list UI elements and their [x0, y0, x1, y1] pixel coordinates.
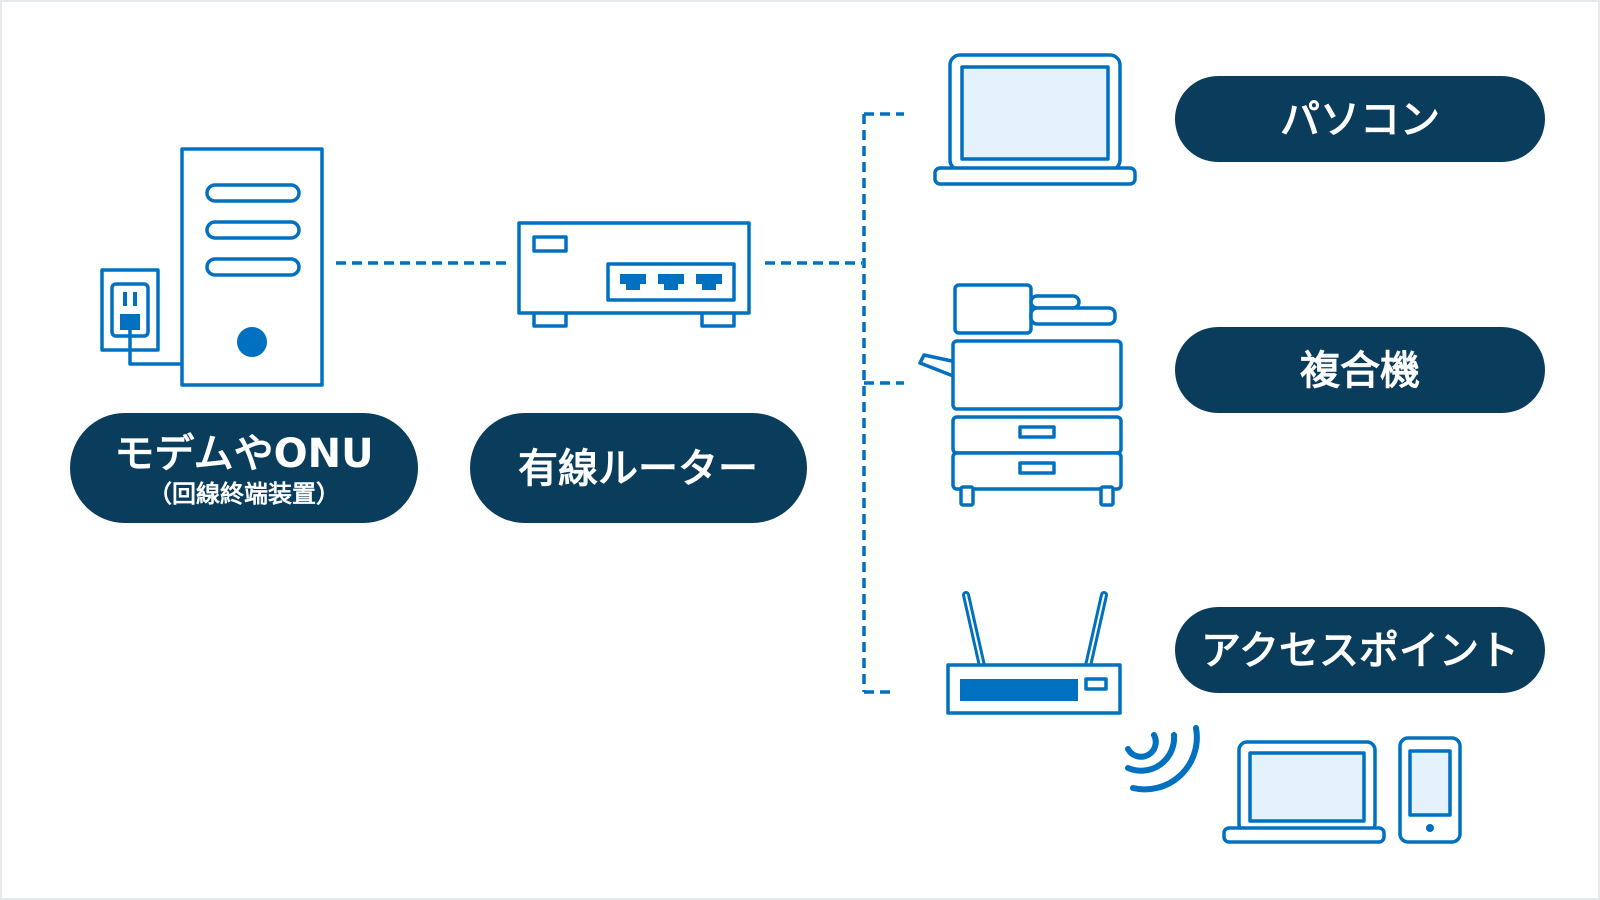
ethernet-port-icon	[696, 274, 722, 290]
printer-icon	[918, 283, 1123, 507]
label-modem-onu: モデムやONU （回線終端装置）	[70, 413, 418, 523]
ethernet-port-icon	[658, 274, 684, 290]
label-modem-line1: モデムやONU	[114, 431, 373, 477]
wall-outlet-icon	[100, 268, 184, 366]
ethernet-port-icon	[620, 274, 646, 290]
distribution-tree	[862, 112, 904, 694]
label-mfp-text: 複合機	[1300, 348, 1420, 394]
laptop-icon	[933, 53, 1137, 186]
modem-tower-icon	[180, 147, 324, 387]
label-modem-line2: （回線終端装置）	[148, 480, 340, 508]
label-pc-text: パソコン	[1280, 97, 1440, 143]
label-mfp: 複合機	[1175, 327, 1545, 413]
label-access-point-text: アクセスポイント	[1201, 628, 1519, 674]
router-icon	[517, 221, 751, 328]
label-access-point: アクセスポイント	[1175, 607, 1545, 693]
label-router: 有線ルーター	[470, 413, 807, 523]
smartphone-icon	[1398, 736, 1462, 844]
laptop-icon	[1222, 740, 1386, 844]
label-pc: パソコン	[1175, 76, 1545, 162]
label-router-text: 有線ルーター	[518, 446, 758, 492]
wifi-access-point-icon	[946, 591, 1122, 715]
wifi-waves-icon	[1125, 725, 1200, 793]
